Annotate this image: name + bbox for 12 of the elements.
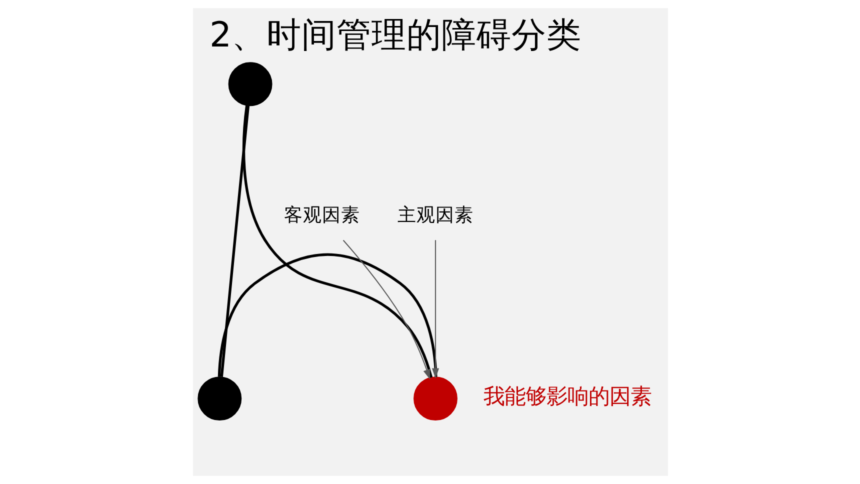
arrow <box>342 240 430 380</box>
node-label: 我能够影响的因素 <box>482 384 651 410</box>
node-text: 主观因素 <box>396 204 473 226</box>
connector <box>217 253 437 377</box>
arrow <box>431 240 439 378</box>
diagram-title: 2、时间管理的障碍分类 <box>209 16 582 56</box>
node-circle <box>197 376 242 421</box>
connector <box>242 105 432 378</box>
node-text: 客观因素 <box>284 204 360 226</box>
node-circle <box>228 62 272 106</box>
connector <box>220 105 250 377</box>
node-circle <box>413 376 457 421</box>
